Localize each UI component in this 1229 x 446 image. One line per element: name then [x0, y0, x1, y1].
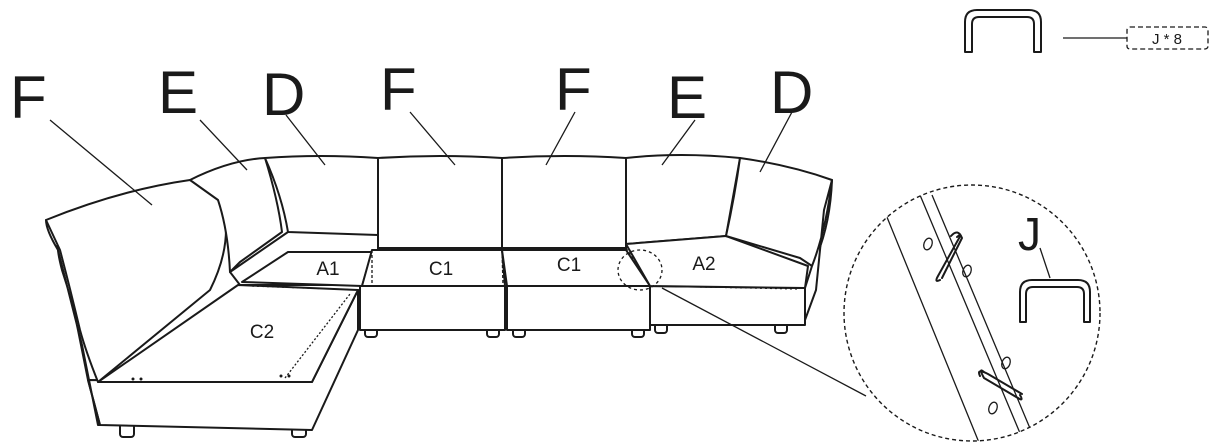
module-letter-f1: F — [10, 64, 47, 131]
legend-clip-icon — [964, 9, 1042, 53]
label-c1-left: C1 — [429, 259, 453, 280]
detail-letter-j: J — [1018, 208, 1041, 260]
detail-magnifier — [843, 184, 1101, 442]
seat-a2 — [625, 154, 809, 334]
module-letter-e1: E — [158, 59, 198, 126]
label-c1-right: C1 — [557, 255, 581, 276]
leader-e-right — [661, 119, 696, 166]
leader-f-center-right — [545, 111, 576, 166]
c1-left-base — [359, 285, 506, 331]
leader-d-right — [759, 111, 793, 173]
leader-d-left — [285, 114, 326, 166]
detail-clip-icon — [1019, 279, 1091, 323]
module-e-left — [189, 157, 283, 273]
label-c2: C2 — [250, 322, 274, 343]
leader-e-left — [199, 119, 248, 171]
module-d-left — [264, 155, 379, 236]
legend-part-box — [1126, 26, 1209, 50]
module-callouts — [49, 111, 793, 206]
seat-a1 — [229, 231, 379, 287]
module-letter-d2: D — [770, 59, 813, 126]
f-center-left-back — [377, 155, 503, 249]
leader-f-center-left — [409, 111, 456, 166]
c1-right-base — [506, 285, 651, 331]
c2-zip-seam — [284, 293, 351, 379]
seat-c1-right — [501, 155, 651, 338]
d-right-arm — [804, 179, 833, 321]
e-left-back — [189, 157, 283, 273]
module-letter-f2: F — [380, 56, 417, 123]
legend-part-label: J * 8 — [1152, 31, 1182, 48]
f-center-right-back — [501, 155, 627, 249]
a2-base — [649, 285, 806, 326]
module-d-right — [725, 157, 833, 321]
module-f-left — [45, 179, 227, 426]
label-a2: A2 — [692, 254, 715, 275]
c1-left-seat-top — [361, 249, 506, 287]
left-back-cushion — [45, 179, 227, 383]
module-letter-d1: D — [262, 61, 305, 128]
d-left-back — [264, 155, 379, 236]
module-letter-f3: F — [555, 56, 592, 123]
label-a1: A1 — [316, 259, 339, 280]
seat-c1-left — [359, 155, 506, 338]
d-right-back — [725, 157, 833, 267]
legend: J * 8 — [964, 9, 1209, 53]
leader-f-left — [49, 119, 153, 206]
detail-leader-line — [661, 287, 867, 397]
detail-highlight-circle — [617, 249, 663, 291]
detail-clip-lower — [980, 369, 1023, 401]
connector-marks — [251, 247, 801, 291]
detail-j-leader — [1039, 247, 1051, 279]
detail-callout: J — [661, 184, 1101, 442]
e-right-back — [625, 154, 741, 245]
module-letter-e2: E — [667, 64, 707, 131]
